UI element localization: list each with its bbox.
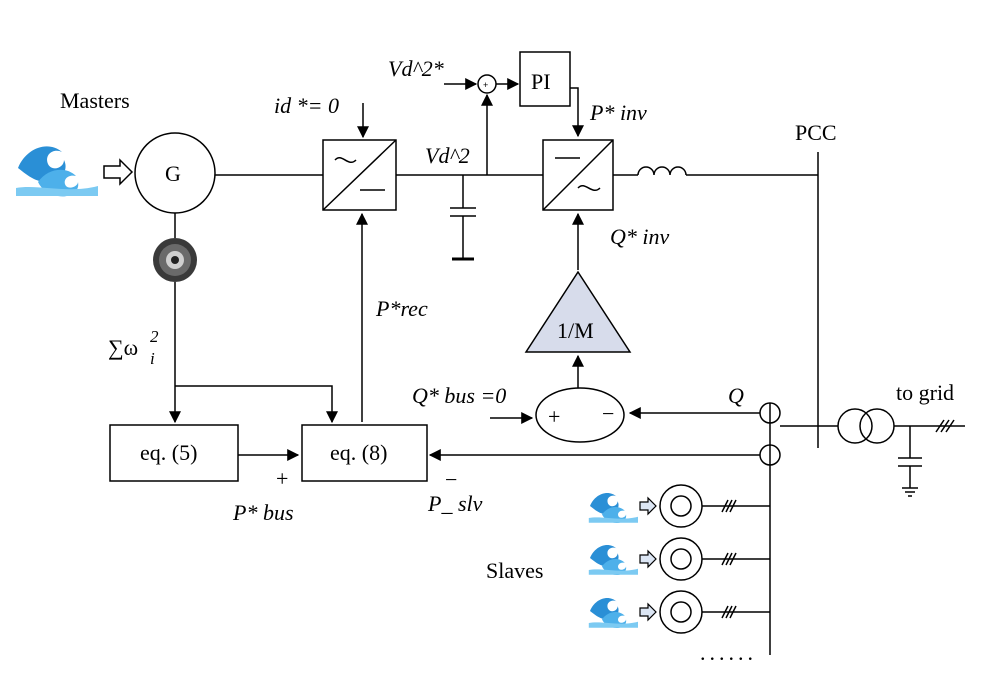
q-summing-junction [535,387,625,443]
masters-label: Masters [60,88,130,113]
q-label: Q [728,383,744,408]
wave-icon [588,493,638,524]
sum-omega-label: ∑ω [108,335,138,360]
slave-unit-1 [588,484,770,528]
slaves-label: Slaves [486,558,543,583]
pi-controller [519,51,571,107]
eq8-plus-label: + [276,466,288,491]
hollow-arrow-icon [103,158,134,186]
inductor-icon [637,166,687,176]
eq5-label: eq. (5) [140,440,197,465]
vd2-ref-label: Vd^2* [388,56,444,81]
slave-unit-2 [588,537,770,581]
p-slv-label: P_ slv [427,491,483,516]
to-grid-label: to grid [896,380,954,405]
p-rec-label: P*rec [375,296,428,321]
grid-capacitor-icon [898,426,922,497]
transformer-icon [837,408,895,444]
ac-tilde-icon [334,157,357,163]
capacitor-icon [450,175,476,259]
vd2-label: Vd^2 [425,143,470,168]
three-phase-marks-grid [935,419,955,433]
gain-label: 1/M [557,318,594,343]
generator-label: G [165,161,181,186]
pcc-label: PCC [795,120,837,145]
svg-text:+: + [483,80,488,90]
wave-icon [588,545,638,576]
q-inv-label: Q* inv [610,224,670,249]
sum-plus-label: + [548,404,560,429]
sum-omega-superscript: 2 [150,327,159,346]
slave-unit-3 [588,590,770,634]
p-bus-label: P* bus [232,500,294,525]
flywheel-icon [153,238,197,282]
eq5-block [109,424,239,482]
eq8-label: eq. (8) [330,440,387,465]
wave-icon [588,598,638,629]
gain-block [524,270,632,353]
eq8-block [301,424,428,482]
more-slaves-ellipsis: ...... [700,640,757,665]
wave-icon [16,146,98,197]
q-bus-label: Q* bus =0 [412,383,506,408]
pi-label: PI [531,69,551,94]
sum-omega-subscript: i [150,349,155,368]
p-inv-label: P* inv [589,100,647,125]
eq8-minus-label: − [445,467,457,492]
sum-minus-label: − [602,401,614,426]
id-ref-label: id *= 0 [274,93,339,118]
